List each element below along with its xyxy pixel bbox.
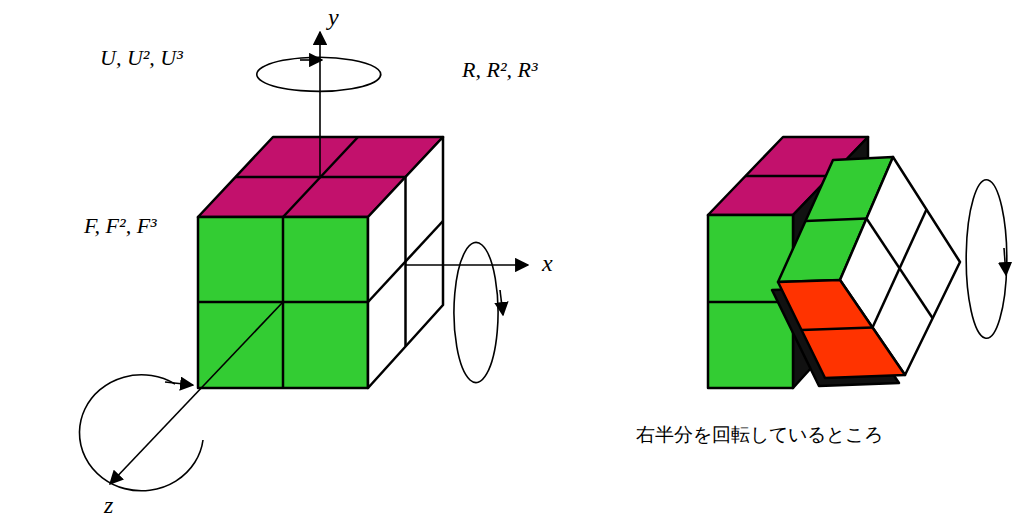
rotation-arrows [79,57,1006,490]
axis-label: y [328,4,339,30]
axis-label: z [104,492,113,518]
axes [110,32,528,484]
caption-note: 右半分を回転しているところ [636,424,883,445]
move-label: U, U², U³ [100,46,183,70]
axis-label: x [542,250,553,276]
move-label: F, F², F³ [84,214,157,238]
turning-cube [708,137,960,388]
move-label: R, R², R³ [462,58,538,82]
